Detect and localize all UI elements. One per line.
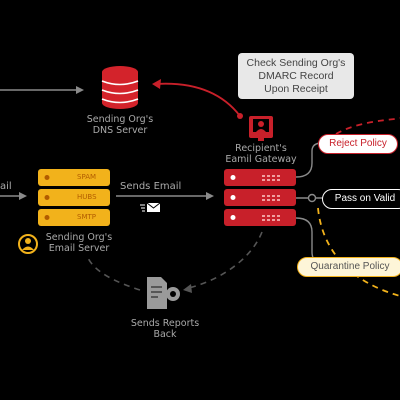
envelope-icon	[140, 202, 161, 212]
gateway-label: Recipient's Eamil Gateway	[225, 143, 297, 165]
pass-on-valid-pill: Pass on Valid	[322, 189, 400, 209]
server-row-label: SPAM	[77, 173, 97, 181]
quarantine-policy-pill: Quarantine Policy	[297, 257, 400, 277]
sends-email-arrow	[116, 192, 214, 200]
dns-incoming-arrow	[0, 86, 84, 94]
monitor-icon	[249, 116, 273, 141]
reject-policy-pill: Reject Policy	[318, 134, 398, 154]
email-server-stack	[38, 169, 110, 226]
sends-reports-label: Sends Reports Back	[130, 318, 200, 340]
dmarc-callout: Check Sending Org's DMARC Record Upon Re…	[238, 53, 354, 99]
report-document-icon	[147, 277, 180, 309]
left-email-label: ail	[0, 181, 12, 192]
user-icon	[18, 234, 38, 254]
dashed-arc-yellow	[317, 207, 400, 297]
email-server-label: Sending Org's Email Server	[45, 232, 113, 254]
reports-back-arrow	[87, 231, 263, 293]
server-row-label: HUBS	[77, 193, 97, 201]
left-email-arrow	[0, 192, 27, 200]
gateway-server-stack	[224, 169, 296, 226]
dmarc-check-arrow	[152, 79, 243, 119]
dns-database-icon	[101, 66, 139, 109]
sends-email-label: Sends Email	[120, 181, 182, 192]
dashed-arc-red	[335, 117, 400, 135]
dns-server-label: Sending Org's DNS Server	[86, 114, 154, 136]
server-row-label: SMTP	[77, 213, 96, 221]
